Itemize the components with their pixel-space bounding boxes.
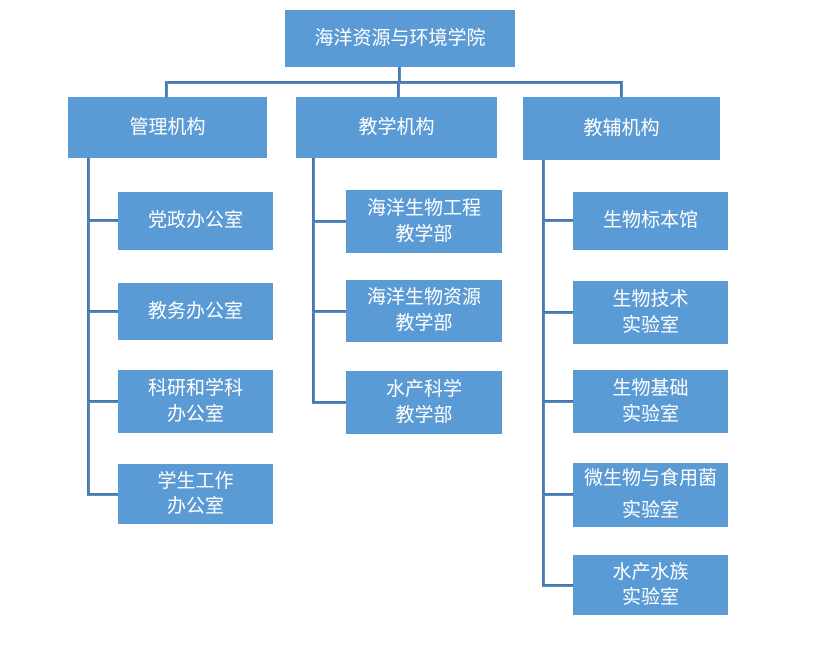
org-node-party-admin-office: 党政办公室 <box>118 192 273 250</box>
connector-stub-student-office <box>87 493 118 496</box>
connector-trunk-management <box>87 158 90 496</box>
org-node-label: 党政办公室 <box>147 209 243 232</box>
org-node-marine-bioengineering-dept: 海洋生物工程 教学部 <box>346 190 502 253</box>
org-node-student-affairs-office: 学生工作 办公室 <box>118 464 273 524</box>
org-node-label: 水产水族 <box>612 560 689 583</box>
org-node-aquatic-science-dept: 水产科学 教学部 <box>346 371 502 434</box>
org-node-label: 教学部 <box>395 312 453 335</box>
org-node-microbiology-edible-fungi-lab: 微生物与食用菌 实验室 <box>573 463 728 527</box>
org-node-label: 海洋生物资源 <box>366 286 481 309</box>
org-node-label: 办公室 <box>166 402 224 425</box>
connector-stub-biotech-lab <box>542 311 573 314</box>
connector-stub-marine-bioeng <box>312 220 346 223</box>
org-node-label: 生物标本馆 <box>602 209 698 232</box>
connector-drop-management <box>165 81 168 97</box>
org-node-label: 科研和学科 <box>147 376 243 399</box>
org-node-biotechnology-lab: 生物技术 实验室 <box>573 281 728 344</box>
connector-drop-teaching <box>397 81 400 97</box>
connector-root-bus <box>165 81 623 84</box>
org-node-label: 生物基础 <box>612 376 689 399</box>
org-node-label: 海洋生物工程 <box>366 196 481 219</box>
connector-stub-aquatic-science <box>312 401 346 404</box>
org-node-label: 学生工作 <box>157 469 234 492</box>
org-node-label: 实验室 <box>621 499 679 521</box>
org-node-research-discipline-office: 科研和学科 办公室 <box>118 370 273 433</box>
connector-stub-academic-office <box>87 310 118 313</box>
org-node-label: 实验室 <box>621 402 679 425</box>
org-node-label: 海洋资源与环境学院 <box>314 26 486 49</box>
org-node-label: 教务办公室 <box>147 299 243 322</box>
connector-stub-research-office <box>87 400 118 403</box>
org-node-label: 水产科学 <box>385 377 462 400</box>
org-node-label: 实验室 <box>621 313 679 336</box>
connector-drop-support <box>620 81 623 97</box>
connector-trunk-teaching <box>312 158 315 404</box>
connector-trunk-support <box>542 160 545 587</box>
connector-root-stub <box>398 67 401 83</box>
org-node-label: 教辅机构 <box>583 116 660 139</box>
org-node-basic-biology-lab: 生物基础 实验室 <box>573 370 728 433</box>
connector-stub-marine-bioresources <box>312 310 346 313</box>
connector-stub-aquarium-lab <box>542 584 573 587</box>
connector-stub-microbio-lab <box>542 493 573 496</box>
connector-stub-basic-bio-lab <box>542 400 573 403</box>
org-node-label: 教学机构 <box>358 115 435 138</box>
org-node-aquaculture-aquarium-lab: 水产水族 实验室 <box>573 555 728 615</box>
org-node-label: 微生物与食用菌 <box>583 467 717 490</box>
org-node-label: 教学部 <box>395 403 453 426</box>
org-node-label: 办公室 <box>166 494 224 517</box>
org-node-label: 管理机构 <box>129 115 206 138</box>
org-node-teaching-support-org: 教辅机构 <box>523 97 720 160</box>
org-node-management-org: 管理机构 <box>68 97 267 158</box>
org-node-label: 教学部 <box>395 222 453 245</box>
org-node-academic-affairs-office: 教务办公室 <box>118 283 273 340</box>
org-node-teaching-org: 教学机构 <box>296 97 497 158</box>
connector-stub-specimen-museum <box>542 219 573 222</box>
connector-stub-party-office <box>87 219 118 222</box>
org-node-marine-bioresources-dept: 海洋生物资源 教学部 <box>346 280 502 342</box>
org-node-label: 生物技术 <box>612 287 689 310</box>
org-node-label: 实验室 <box>621 585 679 608</box>
org-node-biological-specimen-museum: 生物标本馆 <box>573 192 728 250</box>
org-node-college-root: 海洋资源与环境学院 <box>285 10 515 67</box>
